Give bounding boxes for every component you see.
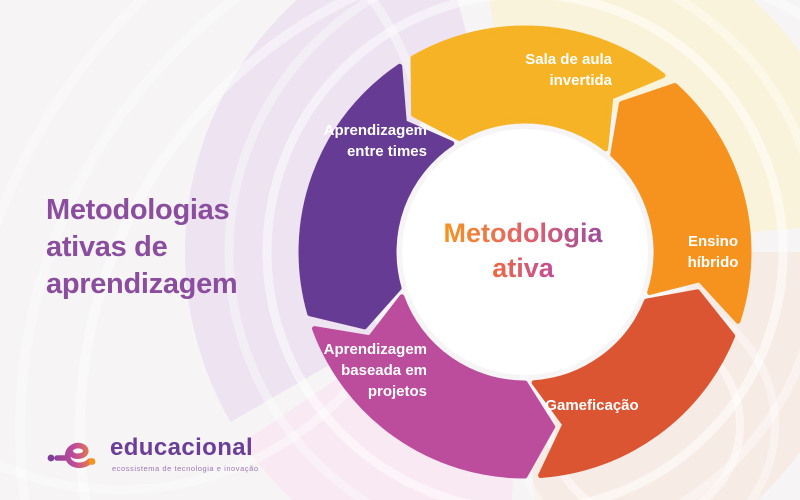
logo-wordmark: educacional xyxy=(110,434,254,461)
educacional-e-icon xyxy=(47,442,96,468)
segment-aprendizagem-entre-times xyxy=(298,63,455,330)
segment-ensino-hibrido xyxy=(610,83,752,324)
label-sala-de-aula-invertida: Sala de aula invertida xyxy=(525,51,612,89)
page-title: Metodologias ativas de aprendizagem xyxy=(46,194,238,300)
segment-aprendizagem-baseada-em-projetos xyxy=(312,294,556,479)
center-title-line1: Metodologia xyxy=(443,218,603,248)
center-title-line2: ativa xyxy=(492,253,554,283)
label-ensino-hibrido: Ensino híbrido xyxy=(687,233,739,271)
label-aprendizagem-entre-times: Aprendizagem entre times xyxy=(323,122,427,160)
educacional-logo: educacional ecossistema de tecnologia e … xyxy=(46,431,276,483)
label-gameficacao: Gameficação xyxy=(545,397,639,414)
segment-gameficacao xyxy=(531,289,736,478)
center-hub-circle xyxy=(402,129,648,375)
segment-sala-de-aula-invertida xyxy=(410,25,666,152)
label-aprendizagem-baseada-em-projetos: Aprendizagem baseada em projetos xyxy=(323,341,427,400)
logo-tagline: ecossistema de tecnologia e inovação xyxy=(112,464,259,473)
